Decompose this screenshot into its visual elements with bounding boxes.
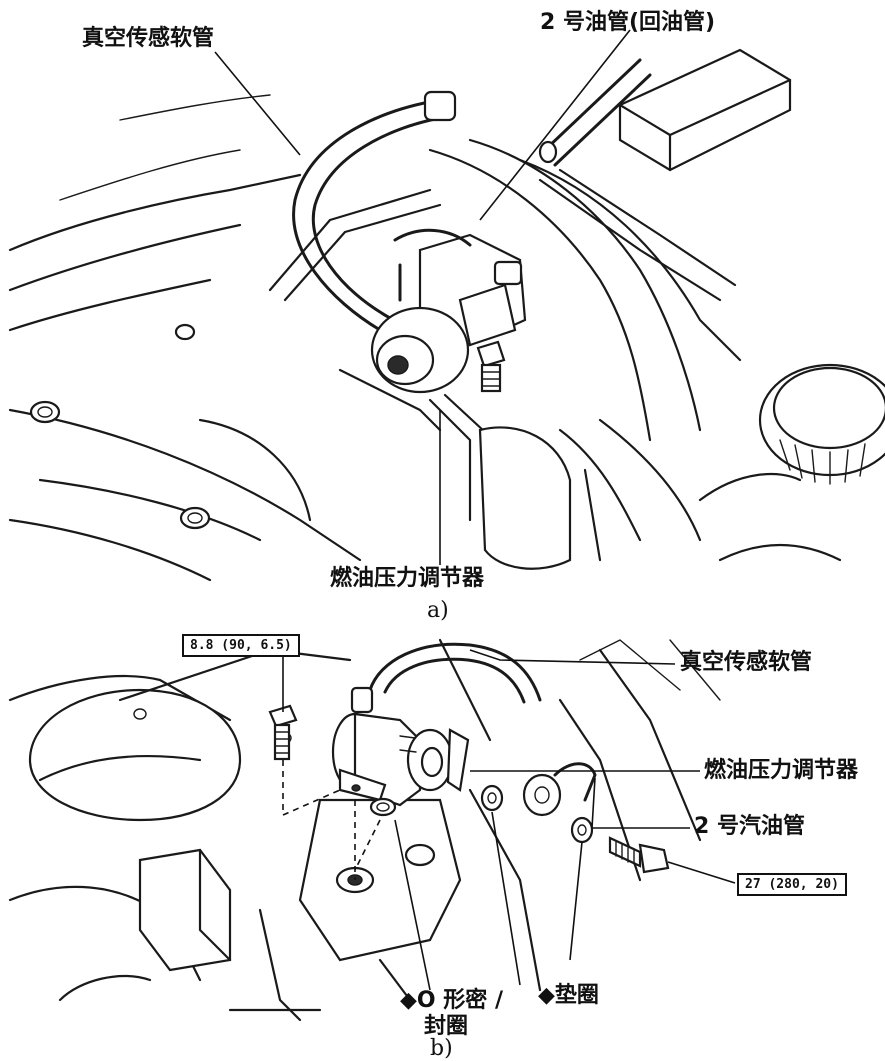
label-b-o-ring-line1: ◆O 形密 / (400, 988, 503, 1013)
figure-a-drawing (8, 48, 885, 582)
label-b-vacuum-hose: 真空传感软管 (680, 650, 813, 675)
label-a-return-pipe: 2 号油管(回油管) (540, 10, 716, 35)
label-b-regulator: 燃油压力调节器 (704, 758, 859, 783)
label-b-o-ring-line2: 封圈 (424, 1014, 469, 1039)
caption-a: a) (427, 598, 449, 623)
label-b-washer: ◆垫圈 (538, 983, 599, 1008)
torque-box-left: 8.8 (90, 6.5) (182, 634, 300, 657)
figure-a-leaders (214, 29, 631, 565)
label-b-fuel-pipe: 2 号汽油管 (694, 814, 805, 839)
label-a-regulator: 燃油压力调节器 (330, 566, 485, 591)
caption-b: b) (430, 1036, 453, 1061)
label-a-vacuum-hose: 真空传感软管 (82, 26, 215, 51)
figure-b-drawing (8, 638, 721, 1022)
figure-b-leaders (282, 649, 736, 991)
torque-box-right: 27 (280, 20) (737, 873, 847, 896)
